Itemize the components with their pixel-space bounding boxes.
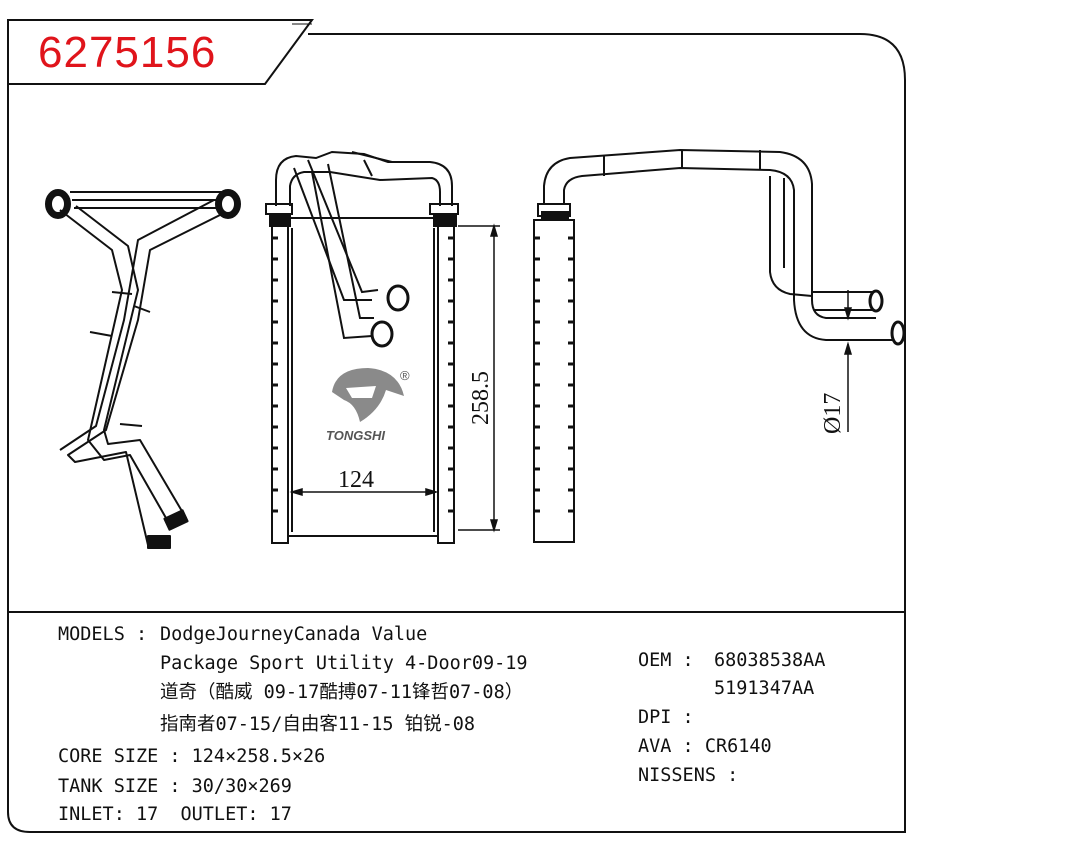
diameter-dimension: Ø17: [820, 393, 846, 434]
models-label: MODELS :: [58, 624, 148, 645]
core-size: CORE SIZE : 124×258.5×26: [58, 746, 326, 767]
width-dimension: 124: [338, 467, 374, 493]
tongshi-logo: ® TONGSHI: [326, 368, 410, 443]
tank-size: TANK SIZE : 30/30×269: [58, 776, 292, 797]
dpi: DPI :: [638, 707, 694, 728]
svg-text:®: ®: [400, 368, 410, 383]
models-line-4: 指南者07-15/自由客11-15 铂锐-08: [160, 714, 476, 735]
oem-value-2: 5191347AA: [714, 678, 815, 699]
front-view: [265, 150, 459, 544]
models-line-3: 道奇（酷威 09-17酷搏07-11锋哲07-08）: [160, 682, 524, 703]
part-number: 6275156: [38, 28, 217, 77]
oem-label: OEM :: [638, 650, 694, 671]
diameter-dimension-lines: [843, 290, 853, 432]
side-view: [533, 148, 906, 543]
sheet-frame: [7, 33, 906, 833]
inlet-outlet: INLET: 17 OUTLET: 17: [58, 804, 292, 825]
ava: AVA : CR6140: [638, 736, 772, 757]
front-dimensions: [289, 223, 500, 533]
nissens: NISSENS :: [638, 765, 739, 786]
front-fin-ticks: [272, 236, 454, 513]
part-number-tab: [7, 19, 314, 85]
side-fin-ticks: [534, 236, 574, 513]
logo-text: TONGSHI: [326, 428, 385, 443]
oem-value-1: 68038538AA: [714, 650, 826, 671]
models-line-1: DodgeJourneyCanada Value: [160, 624, 428, 645]
left-pipe-view: [45, 189, 241, 549]
models-line-2: Package Sport Utility 4-Door09-19: [160, 653, 528, 674]
height-dimension: 258.5: [468, 371, 494, 425]
